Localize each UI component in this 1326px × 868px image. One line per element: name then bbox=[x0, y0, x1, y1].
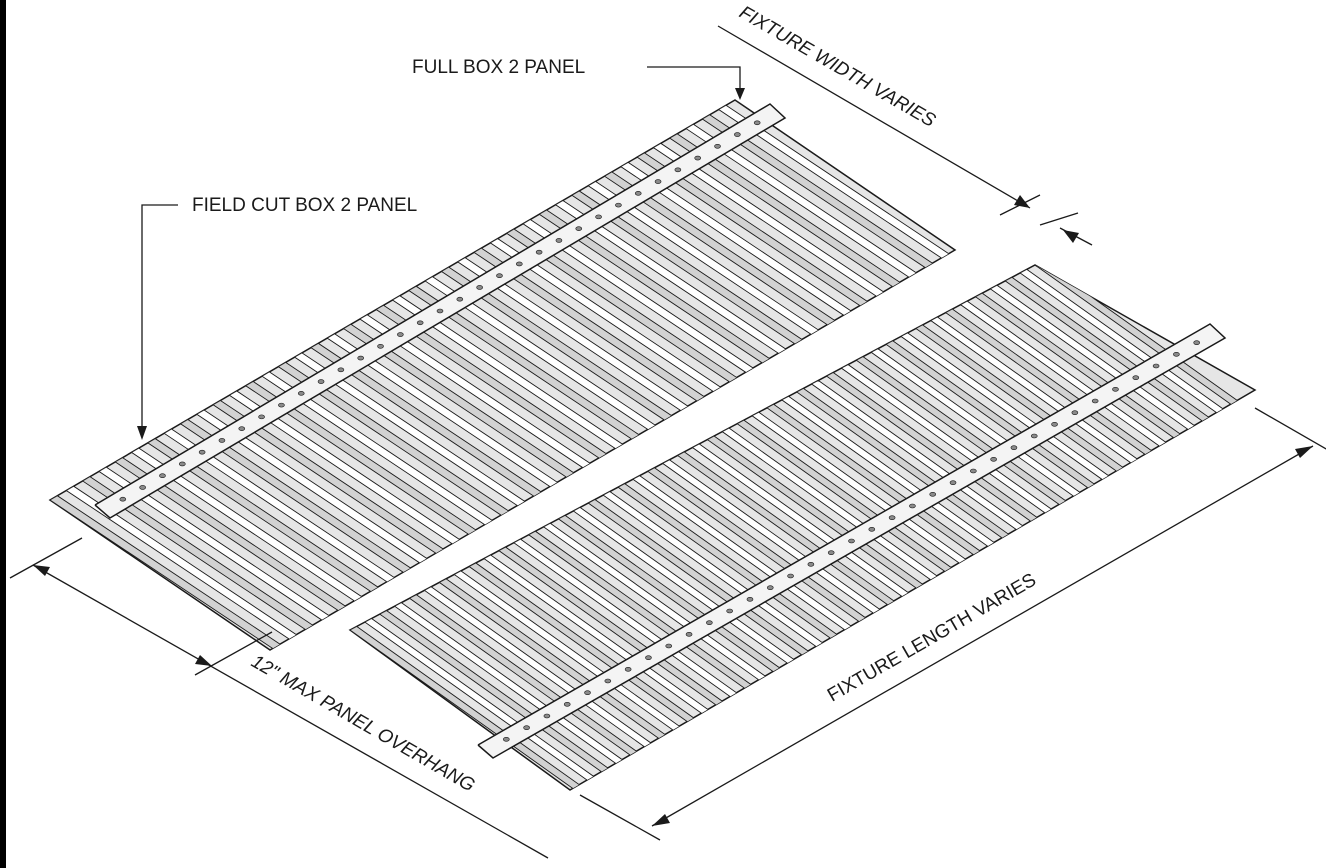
rail-hole bbox=[543, 713, 551, 719]
rail-hole bbox=[337, 367, 345, 373]
rail-hole bbox=[416, 320, 424, 326]
rail-hole bbox=[503, 737, 510, 742]
rail-hole bbox=[535, 249, 543, 255]
rail-hole bbox=[563, 702, 571, 707]
rail-hole bbox=[753, 120, 761, 126]
left-edge-bar bbox=[0, 0, 6, 868]
rail-hole bbox=[1071, 410, 1079, 415]
rail-hole bbox=[746, 597, 754, 602]
panel-a-ribs bbox=[50, 100, 955, 650]
rail-hole bbox=[436, 308, 444, 314]
rail-hole bbox=[654, 179, 662, 184]
rail-hole bbox=[1051, 422, 1058, 427]
rail-hole bbox=[523, 725, 530, 730]
rail-hole bbox=[178, 461, 186, 467]
rail-hole bbox=[634, 191, 642, 196]
rail-hole bbox=[357, 355, 365, 361]
rail-hole bbox=[734, 132, 741, 137]
rail-hole bbox=[970, 468, 977, 474]
full-box-label: FULL BOX 2 PANEL bbox=[412, 57, 585, 78]
rail-hole bbox=[685, 632, 693, 637]
rail-hole bbox=[674, 167, 682, 173]
rail-hole bbox=[1152, 363, 1160, 369]
rail-hole bbox=[119, 496, 127, 502]
rail-hole bbox=[377, 343, 384, 349]
full-box-leader bbox=[647, 66, 745, 100]
fixture-width-dimension bbox=[717, 25, 1093, 246]
rail-hole bbox=[604, 678, 612, 684]
rail-hole bbox=[1030, 433, 1038, 439]
rail-hole bbox=[456, 296, 464, 302]
rail-hole bbox=[218, 438, 226, 443]
rail-hole bbox=[665, 643, 673, 649]
panel-b-ribs bbox=[350, 265, 1255, 790]
rail-hole bbox=[888, 515, 896, 520]
rail-hole bbox=[909, 503, 916, 509]
rail-hole bbox=[929, 492, 937, 497]
rail-hole bbox=[624, 667, 632, 672]
rail-hole bbox=[595, 214, 602, 220]
rail-hole bbox=[575, 226, 583, 231]
rail-hole bbox=[1091, 398, 1099, 404]
rail-hole bbox=[1193, 340, 1200, 345]
rail-hole bbox=[787, 573, 794, 579]
rail-hole bbox=[584, 690, 591, 695]
panel-a-rail-holes bbox=[119, 120, 761, 502]
rail-hole bbox=[139, 485, 146, 490]
rail-hole bbox=[1132, 375, 1140, 380]
rail-hole bbox=[278, 402, 285, 408]
rail-hole bbox=[198, 449, 206, 455]
field-cut-leader bbox=[137, 204, 178, 440]
rail-hole bbox=[397, 332, 404, 337]
rail-hole bbox=[1112, 387, 1119, 392]
rail-hole bbox=[714, 143, 721, 149]
rail-hole bbox=[1010, 445, 1018, 450]
rail-hole bbox=[258, 414, 265, 420]
rail-hole bbox=[706, 620, 713, 625]
panel-rib bbox=[1034, 265, 1255, 426]
panel-group-b bbox=[348, 264, 1257, 791]
rail-hole bbox=[159, 473, 166, 479]
rail-hole bbox=[615, 202, 622, 208]
rail-hole bbox=[848, 538, 855, 544]
rail-hole bbox=[496, 273, 503, 279]
rail-hole bbox=[1173, 352, 1180, 357]
rail-hole bbox=[317, 379, 325, 384]
rail-hole bbox=[694, 155, 702, 161]
rail-hole bbox=[515, 261, 523, 267]
field-cut-label: FIELD CUT BOX 2 PANEL bbox=[192, 195, 417, 216]
rail-hole bbox=[990, 457, 997, 462]
rail-hole bbox=[238, 426, 246, 431]
rail-hole bbox=[297, 391, 305, 396]
panel-group-a bbox=[48, 99, 957, 651]
rail-hole bbox=[807, 562, 815, 567]
rail-hole bbox=[949, 480, 957, 485]
rail-hole bbox=[476, 285, 483, 290]
rail-hole bbox=[645, 655, 652, 660]
fixture-length-dimension bbox=[579, 407, 1326, 841]
rail-hole bbox=[868, 527, 876, 532]
rail-hole bbox=[726, 608, 733, 614]
panel-b-rail-holes bbox=[503, 340, 1200, 742]
rail-hole bbox=[827, 550, 835, 555]
rail-hole bbox=[766, 585, 774, 590]
overhang-dimension bbox=[9, 537, 549, 859]
rail-hole bbox=[555, 238, 563, 243]
